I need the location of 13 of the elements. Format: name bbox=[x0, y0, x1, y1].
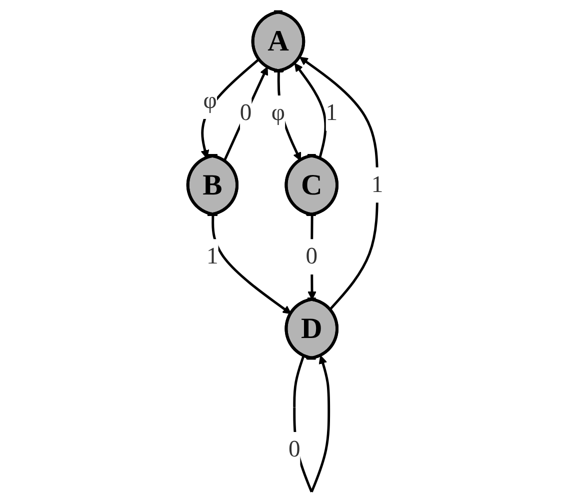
edge-label: 0 bbox=[288, 436, 301, 462]
edge-label: 0 bbox=[240, 100, 252, 126]
arrow bbox=[201, 58, 260, 159]
arrow bbox=[224, 66, 268, 162]
arrow bbox=[212, 214, 292, 314]
edge-label: 1 bbox=[326, 100, 338, 126]
edge-label: φ bbox=[204, 88, 218, 114]
edge-label: 1 bbox=[372, 172, 384, 198]
edge-label: 0 bbox=[306, 244, 318, 270]
edge-label: 1 bbox=[206, 244, 219, 270]
edge-label: φ bbox=[272, 100, 286, 126]
arrow bbox=[300, 56, 379, 310]
arrow bbox=[294, 63, 328, 159]
